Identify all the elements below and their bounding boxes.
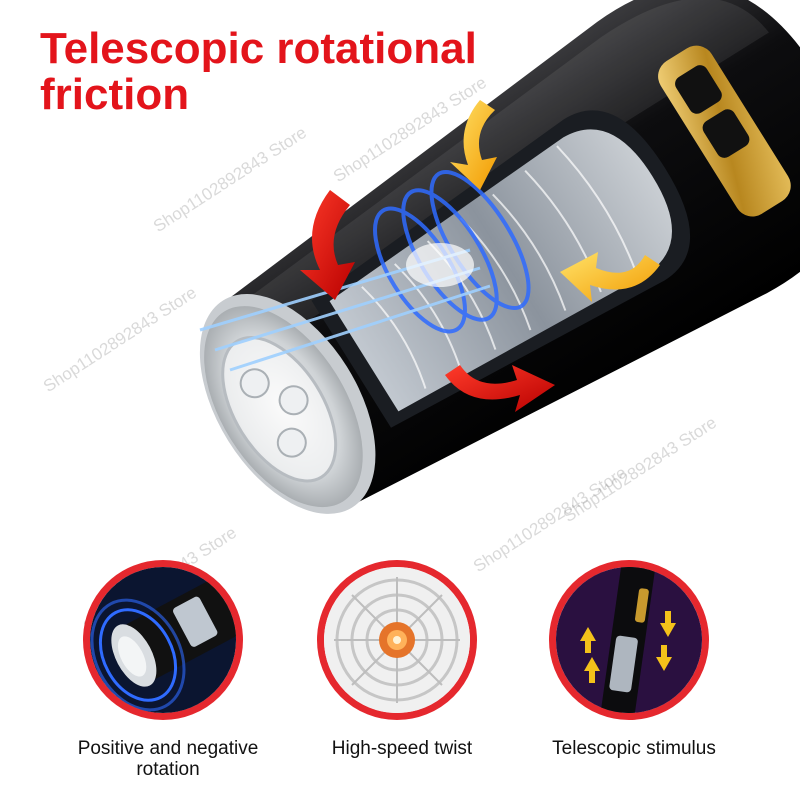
energy-rings xyxy=(199,169,531,372)
feature-twist: High-speed twist xyxy=(292,560,512,800)
caption-line-1: High-speed twist xyxy=(331,738,473,759)
feature-rotation: Positive and negative rotation xyxy=(58,560,278,800)
device-body xyxy=(199,0,800,514)
hero-product-illustration xyxy=(199,0,800,514)
headline-line-2: friction xyxy=(40,70,190,119)
feature-caption: Positive and negative rotation xyxy=(58,738,278,780)
red-arrow-icon xyxy=(300,190,355,300)
red-arrow-icon xyxy=(445,365,555,412)
rotation-icon xyxy=(83,560,243,720)
headline-line-1: Telescopic rotational xyxy=(40,24,477,73)
feature-caption: Telescopic stimulus xyxy=(524,738,744,759)
caption-line-2: rotation xyxy=(136,759,200,780)
headline: Telescopic rotational friction xyxy=(40,26,520,118)
feature-telescopic: Telescopic stimulus xyxy=(524,560,744,800)
feature-row: Positive and negative rotation xyxy=(0,560,800,800)
twist-icon xyxy=(317,560,477,720)
caption-line-1: Positive and negative xyxy=(77,738,259,759)
yellow-arrow-icon xyxy=(560,252,660,302)
yellow-arrow-icon xyxy=(450,100,497,190)
telescopic-arrows-icon xyxy=(549,560,709,720)
caption-line-1: Telescopic stimulus xyxy=(552,738,716,759)
feature-caption: High-speed twist xyxy=(292,738,512,759)
